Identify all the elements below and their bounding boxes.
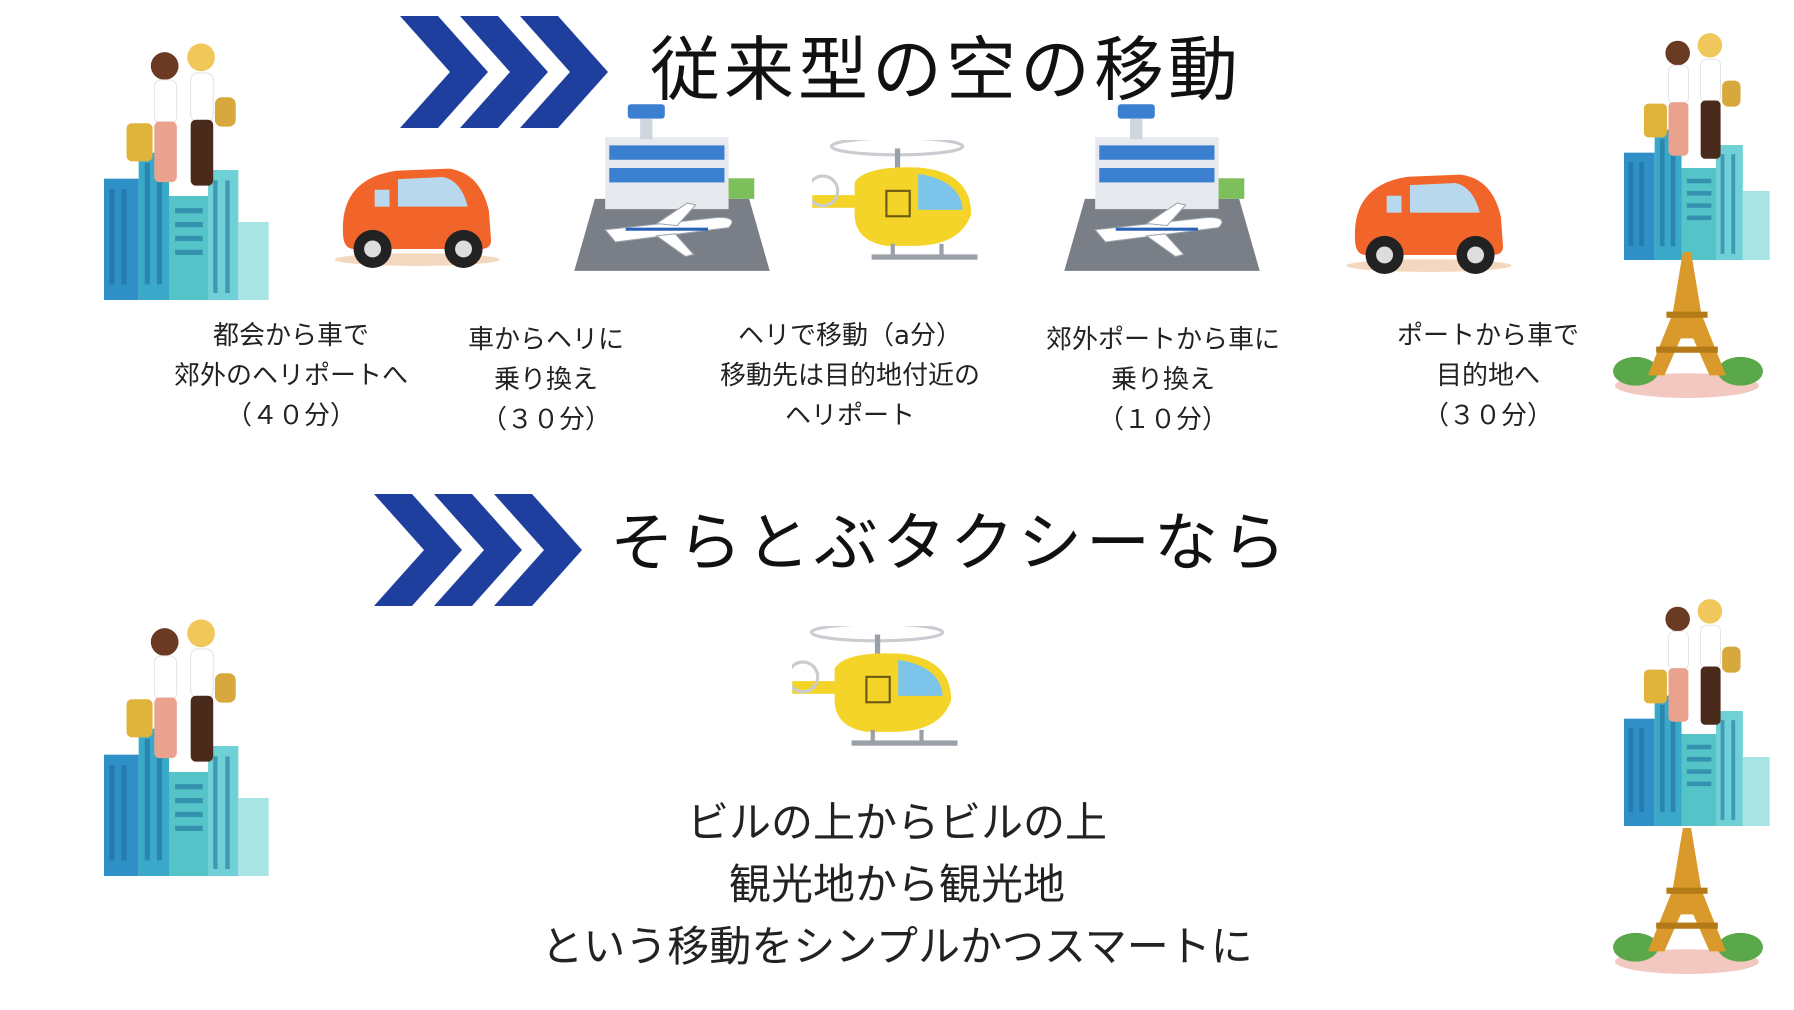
step-4-line3: （１０分）: [1097, 405, 1228, 435]
step-3-line2: 移動先は目的地付近の: [719, 361, 980, 391]
step-3-line3: ヘリポート: [784, 401, 915, 431]
step-caption-2: 車からヘリに 乗り換え （３０分）: [446, 320, 646, 440]
eiffel-tower-icon: [1613, 252, 1763, 398]
traditional-title: 従来型の空の移動: [650, 29, 1242, 111]
step-caption-4: 郊外ポートから車に 乗り換え （１０分）: [1028, 320, 1298, 440]
step-4-line2: 乗り換え: [1110, 365, 1215, 395]
helicopter-icon: [812, 140, 980, 262]
soratobu-title: そらとぶタクシーなら: [610, 507, 1290, 581]
step-2-line3: （３０分）: [480, 405, 611, 435]
step-1-line1: 都会から車で: [212, 321, 369, 351]
travelers-city-icon: [103, 43, 270, 300]
soratobu-message: ビルの上からビルの上 観光地から観光地 という移動をシンプルかつスマートに: [0, 792, 1794, 978]
message-line3: という移動をシンプルかつスマートに: [541, 922, 1253, 971]
step-caption-5: ポートから車で 目的地へ （３０分）: [1376, 316, 1600, 436]
helicopter-icon: [792, 626, 960, 748]
step-caption-1: 都会から車で 郊外のヘリポートへ （４０分）: [160, 316, 422, 436]
travelers-city-icon: [1623, 32, 1771, 260]
step-1-line3: （４０分）: [225, 401, 356, 431]
chevron-arrows-bottom: [374, 494, 584, 606]
message-line2: 観光地から観光地: [728, 860, 1065, 909]
airport-icon: [573, 103, 771, 272]
step-5-line2: 目的地へ: [1435, 361, 1540, 391]
step-5-line1: ポートから車で: [1396, 321, 1579, 351]
step-2-line2: 乗り換え: [493, 365, 598, 395]
step-2-line1: 車からヘリに: [467, 325, 624, 355]
step-caption-3: ヘリで移動（a分） 移動先は目的地付近の ヘリポート: [700, 316, 1000, 436]
airport-icon: [1063, 103, 1261, 272]
step-5-line3: （３０分）: [1422, 401, 1553, 431]
message-line1: ビルの上からビルの上: [686, 798, 1107, 847]
step-1-line2: 郊外のヘリポートへ: [173, 361, 408, 391]
step-3-line1: ヘリで移動（a分）: [738, 321, 962, 351]
car-icon: [334, 168, 500, 268]
step-4-line1: 郊外ポートから車に: [1045, 325, 1280, 355]
car-icon: [1346, 174, 1512, 274]
